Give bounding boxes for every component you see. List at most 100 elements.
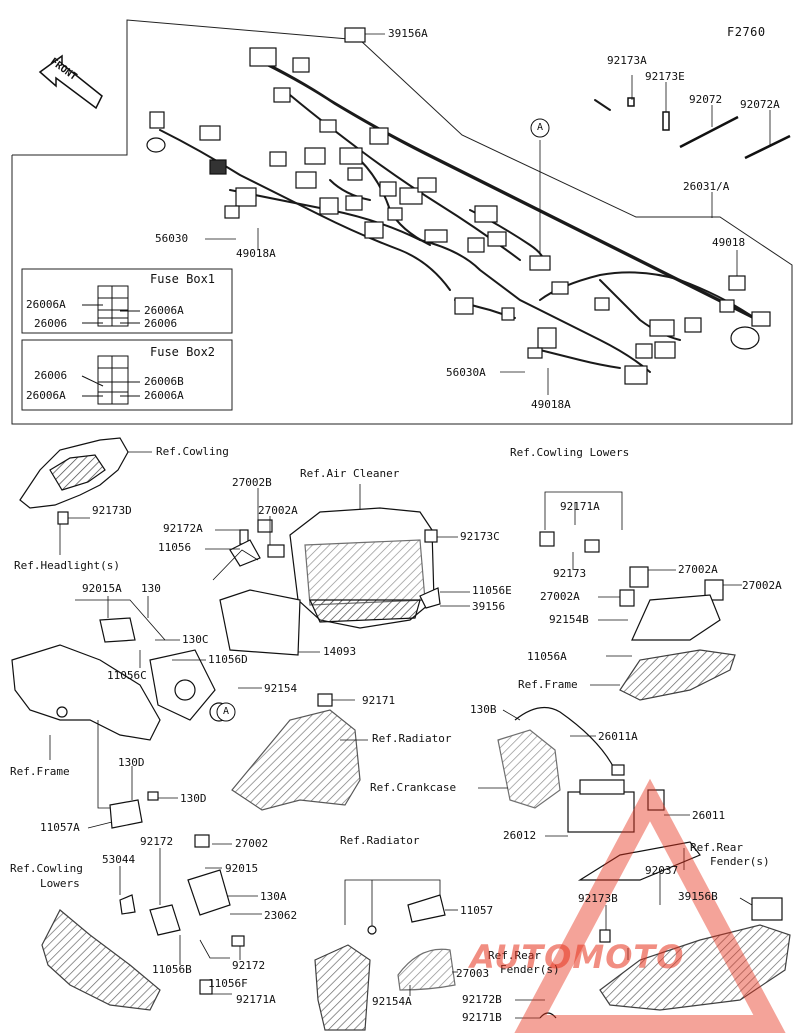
part-11056D: 11056D: [208, 653, 248, 666]
part-26011: 26011: [692, 809, 726, 822]
part-23062: 23062: [264, 909, 298, 922]
part-27002A-2: 27002A: [678, 563, 718, 576]
air-cleaner-side-parts: [219, 519, 441, 656]
callout-a-top: [530, 118, 550, 138]
battery-area-drawing: [497, 706, 665, 833]
part-26011A: 26011A: [598, 730, 638, 743]
part-27002A-1: 27002A: [258, 504, 298, 517]
part-11056C: 11056C: [107, 669, 147, 682]
ref-radiator-bottom: Ref.Radiator: [340, 834, 420, 847]
part-56030: 56030: [155, 232, 189, 245]
part-92173: 92173: [553, 567, 587, 580]
part-92072: 92072: [689, 93, 723, 106]
part-92172-2: 92172: [232, 959, 266, 972]
part-27002A-4: 27002A: [540, 590, 580, 603]
fuse-box-2-title: Fuse Box2: [150, 345, 216, 359]
rear-fender-drawing: [539, 841, 791, 1019]
part-11057: 11057: [460, 904, 494, 917]
ref-air-cleaner: Ref.Air Cleaner: [300, 467, 400, 480]
ref-cowling: Ref.Cowling: [156, 445, 229, 458]
part-27003: 27003: [456, 967, 490, 980]
radiator-bracket-drawing: [231, 693, 361, 811]
part-92072A: 92072A: [740, 98, 780, 111]
watermark-text: AUTOMOTO: [470, 938, 685, 976]
part-11056A: 11056A: [527, 650, 567, 663]
part-92015: 92015: [225, 862, 259, 875]
leader-lines-lowers: [544, 491, 742, 686]
leader-lines-cowling: [59, 451, 152, 555]
callout-a-label-2: A: [223, 706, 230, 717]
part-130D-2: 130D: [180, 792, 207, 805]
fuse-box-1-frame: [21, 268, 233, 334]
watermark-logo: [514, 778, 786, 1033]
part-53044: 53044: [102, 853, 136, 866]
ref-rear-fender-1: Ref.Rear: [690, 841, 743, 854]
fuse-box-1-right-1: 26006A: [144, 304, 184, 317]
leader-lines-top: [205, 33, 771, 395]
part-92173C: 92173C: [460, 530, 500, 543]
front-arrow-icon: [38, 54, 103, 110]
leader-lines-11057A: [87, 766, 178, 829]
fuse-box-1-right-2: 26006: [144, 317, 178, 330]
part-92015A: 92015A: [82, 582, 122, 595]
part-92173D: 92173D: [92, 504, 132, 517]
part-27002A-3: 27002A: [742, 579, 782, 592]
fuse-box-1-left-2: 26006: [34, 317, 68, 330]
fuse-box-2-right-2: 26006A: [144, 389, 184, 402]
ref-rear-fender-2-b: Fender(s): [500, 963, 560, 976]
part-92154: 92154: [264, 682, 298, 695]
part-92171A-2: 92171A: [236, 993, 276, 1006]
callout-a-label: A: [537, 122, 544, 133]
fuse-box-2-right-1: 26006B: [144, 375, 184, 388]
part-26012: 26012: [503, 829, 537, 842]
part-11056: 11056: [158, 541, 192, 554]
fuse-box-2-left-2: 26006A: [26, 389, 66, 402]
part-92173B: 92173B: [578, 892, 618, 905]
part-14093: 14093: [323, 645, 357, 658]
ref-cowling-lowers-bottom-1: Ref.Cowling: [10, 862, 83, 875]
part-92172-1: 92172: [140, 835, 174, 848]
callout-a-bottom: [216, 702, 236, 722]
part-92171B: 92171B: [462, 1011, 502, 1024]
part-56030A: 56030A: [446, 366, 486, 379]
part-26031A: 26031/A: [683, 180, 730, 193]
part-92172B: 92172B: [462, 993, 502, 1006]
fuse-box-2-left-1: 26006: [34, 369, 68, 382]
radiator-bottom-drawing: [314, 894, 456, 1031]
bracket-11057A-drawing: [109, 791, 159, 829]
harness-panel-border: [11, 19, 793, 425]
part-130B: 130B: [470, 703, 497, 716]
ref-crankcase: Ref.Crankcase: [370, 781, 457, 794]
part-130A: 130A: [260, 890, 287, 903]
part-39156B: 39156B: [678, 890, 718, 903]
harness-connectors: [146, 27, 771, 385]
fuse-box-1-left-1: 26006A: [26, 298, 66, 311]
ref-rear-fender-1-b: Fender(s): [710, 855, 770, 868]
ref-frame-right: Ref.Frame: [518, 678, 578, 691]
ref-radiator-mid: Ref.Radiator: [372, 732, 452, 745]
diagram-code: F2760: [727, 25, 766, 39]
ref-headlights: Ref.Headlight(s): [14, 559, 120, 572]
part-11056B: 11056B: [152, 963, 192, 976]
part-92173E: 92173E: [645, 70, 685, 83]
part-11056F: 11056F: [208, 977, 248, 990]
part-92171: 92171: [362, 694, 396, 707]
part-27002B: 27002B: [232, 476, 272, 489]
part-39156A: 39156A: [388, 27, 428, 40]
part-92172A: 92172A: [163, 522, 203, 535]
air-cleaner-drawing: [289, 507, 435, 629]
part-92037: 92037: [645, 864, 679, 877]
leader-lines-lower-left: [119, 843, 262, 995]
cowling-lowers-brackets-drawing: [539, 531, 736, 701]
fuse-box-1-drawing: [82, 285, 140, 327]
part-11057A: 11057A: [40, 821, 80, 834]
part-49018A: 49018A: [236, 247, 276, 260]
part-92173A: 92173A: [607, 54, 647, 67]
part-92154B: 92154B: [549, 613, 589, 626]
part-92154A: 92154A: [372, 995, 412, 1008]
leader-lines-radiator-bottom: [344, 879, 458, 996]
part-11056E: 11056E: [472, 584, 512, 597]
ref-rear-fender-2: Ref.Rear: [488, 949, 541, 962]
